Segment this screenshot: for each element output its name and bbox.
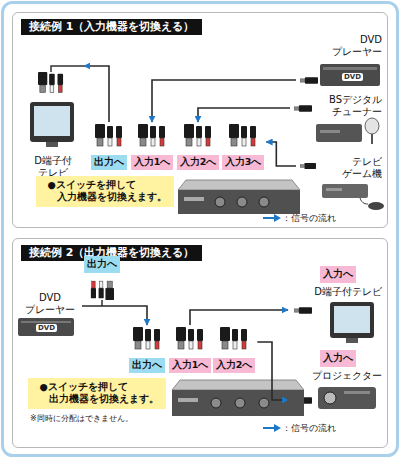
legend-entry: ：信号の流れ (262, 423, 336, 434)
terminal-label: 入力へ (320, 350, 356, 367)
terminal-label: 入力1へ (129, 122, 176, 170)
plug (133, 327, 160, 349)
cable (51, 66, 84, 72)
signal-cable (84, 66, 109, 122)
dvd-player-icon (18, 318, 74, 336)
terminal-name: 出力へ (91, 155, 127, 170)
switch-box (178, 180, 300, 214)
device-name: DVD プレーヤー (326, 34, 382, 57)
plug (300, 163, 316, 169)
plug (138, 124, 165, 146)
device-name: プロジェクター (312, 370, 382, 382)
device-name: DVD プレーヤー (22, 292, 78, 315)
terminal-label: 出力へ (127, 325, 167, 373)
note-text: ●スイッチを押して 入力機器を切換えます。 (57, 179, 169, 204)
plug (176, 327, 203, 349)
terminal-label: 出力へ (84, 256, 120, 273)
signal-cable (190, 310, 288, 325)
terminal-label: 入力へ (320, 266, 356, 283)
bs-tuner-icon (316, 118, 379, 144)
device: BSデジタル チューナー (290, 94, 384, 150)
device: D端子付テレビ (288, 286, 384, 348)
signal-cable (152, 80, 296, 122)
device-logo: DVD (342, 73, 363, 81)
game-console-icon (322, 184, 384, 210)
terminal-name: 入力へ (323, 268, 353, 280)
terminal-label: 入力3へ (220, 122, 267, 170)
signal-cable (198, 108, 290, 122)
legend-arrow (262, 424, 282, 432)
plug (95, 124, 122, 146)
device: D端子付 テレビ (22, 58, 84, 178)
signal-cable (266, 142, 296, 166)
plug (229, 124, 256, 146)
signal-cable (82, 306, 147, 325)
device-name: BSデジタル チューナー (320, 94, 382, 117)
note-box: ●スイッチを押して 入力機器を切換えます。 (36, 176, 174, 207)
note-text: ●スイッチを押して 出力機器を切換えます。 (49, 381, 161, 406)
plug (294, 105, 312, 112)
terminal-name: 入力へ (323, 352, 353, 364)
legend-text: ：信号の流れ (282, 213, 336, 224)
terminal-label: 入力2へ (211, 325, 258, 373)
section-panel: 接続例 1（入力機器を切換える） DVD プレーヤー BSデジタル チューナー D端子… (12, 12, 388, 228)
device: DVD プレーヤー (296, 34, 384, 92)
terminal-name: 入力1へ (169, 358, 212, 373)
device-name: テレビ ゲーム機 (334, 156, 382, 179)
legend-text: ：信号の流れ (282, 423, 336, 434)
terminal-label: 入力1へ (167, 325, 214, 373)
projector-icon (318, 387, 376, 409)
device-logo: DVD (36, 324, 57, 332)
plug (38, 72, 63, 92)
switch-box (172, 380, 304, 416)
plug (294, 307, 312, 314)
terminal-name: 出力へ (87, 258, 117, 270)
note-box: ●スイッチを押して 出力機器を切換えます。 (28, 378, 166, 409)
section-header: 接続例 1（入力機器を切換える） (21, 19, 202, 35)
plug (91, 281, 114, 300)
terminal-name: 入力2へ (213, 358, 256, 373)
footnote: ※同時に分配はできません。 (30, 414, 133, 424)
plug (184, 124, 211, 146)
outer-frame (3, 3, 398, 456)
device-name: D端子付 テレビ (31, 155, 75, 178)
plug (300, 77, 318, 84)
dvd-player-icon (320, 64, 380, 86)
terminal-name: 出力へ (129, 358, 165, 373)
tv-icon (330, 302, 374, 343)
device: プロジェクター (288, 370, 384, 418)
terminal-label: 出力へ (89, 122, 129, 170)
terminal-label: 入力2へ (175, 122, 222, 170)
device: DVD プレーヤー (18, 292, 82, 340)
cable (101, 300, 103, 306)
device-name: D端子付テレビ (314, 286, 382, 298)
terminal-name: 入力1へ (131, 155, 174, 170)
tv-icon (30, 102, 74, 147)
legend-arrow (262, 214, 282, 222)
legend-entry: ：信号の流れ (262, 213, 336, 224)
device: テレビ ゲーム機 (296, 156, 384, 216)
terminal-name: 入力2へ (177, 155, 220, 170)
plug (220, 327, 247, 349)
signal-cable (257, 342, 288, 400)
terminal-name: 入力3へ (222, 155, 265, 170)
